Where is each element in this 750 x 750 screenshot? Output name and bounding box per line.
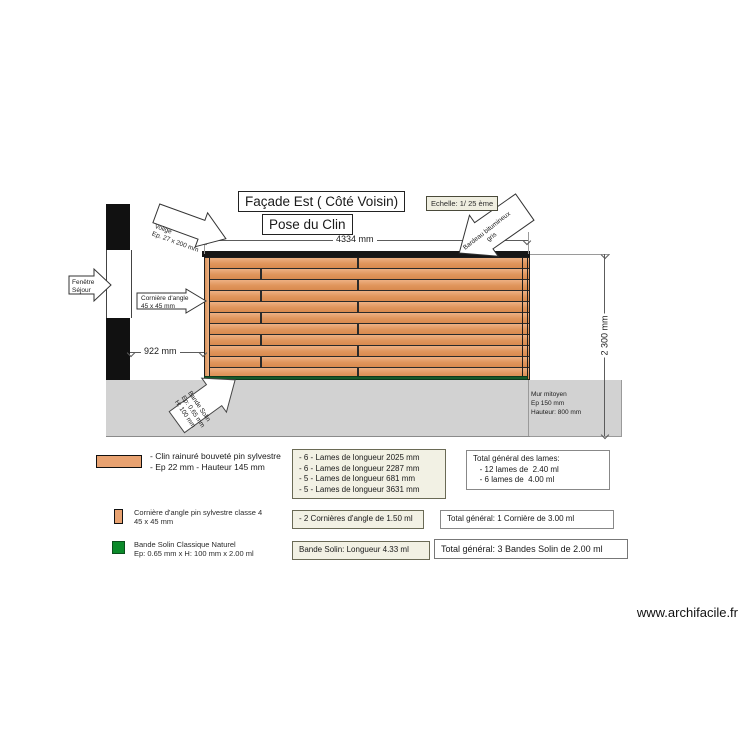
house-wall-upper — [106, 204, 130, 250]
callout-corniere: Cornière d'angle 45 x 45 mm — [136, 288, 208, 314]
tally-corniere-total: Total général: 1 Cornière de 3.00 ml — [440, 510, 614, 529]
corniere-right — [522, 257, 528, 378]
ground-line — [106, 436, 622, 437]
dim-tick-height-top — [600, 250, 610, 260]
ext-line-top-right — [528, 232, 529, 254]
tally-solin-list: Bande Solin: Longueur 4.33 ml — [292, 541, 430, 560]
dim-width-label: 4334 mm — [333, 234, 377, 245]
dim-offset-label: 922 mm — [141, 346, 180, 357]
site-watermark: www.archifacile.fr — [636, 605, 738, 620]
subtitle-pose-du-clin: Pose du Clin — [262, 214, 353, 235]
corniere-left — [204, 257, 210, 378]
callout-bardeau: Bardeau bitumineux gris — [446, 193, 538, 258]
legend-swatch-corniere — [114, 509, 123, 524]
tally-lames-total: Total général des lames: - 12 lames de 2… — [466, 450, 610, 490]
clin-cladding-panel — [204, 257, 530, 380]
tally-solin-total: Total général: 3 Bandes Solin de 2.00 ml — [434, 539, 628, 559]
mur-mitoyen-note: Mur mitoyen Ep 150 mm Hauteur: 800 mm — [531, 391, 582, 416]
ext-line-height-bottom — [530, 436, 622, 437]
dim-height-label: 2 300 mm — [599, 313, 611, 358]
legend-swatch-solin — [112, 541, 125, 554]
tally-lames-list: - 6 - Lames de longueur 2025 mm - 6 - La… — [292, 449, 446, 499]
tally-corniere-list: - 2 Cornières d'angle de 1.50 ml — [292, 510, 424, 529]
legend-clin-line2: - Ep 22 mm - Hauteur 145 mm — [150, 462, 265, 472]
band-divider-right — [621, 380, 622, 436]
legend-swatch-clin — [96, 455, 142, 468]
legend-solin-line2: Ep: 0.65 mm x H: 100 mm x 2.00 ml — [134, 549, 254, 558]
legend-corniere-line2: 45 x 45 mm — [134, 517, 174, 526]
page-title-facade: Façade Est ( Côté Voisin) — [238, 191, 406, 212]
bardeau-roof-cap — [202, 251, 530, 257]
callout-fenetre: Fenêtre Séjour — [68, 267, 112, 303]
legend-solin-line1: Bande Solin Classique Naturel — [134, 540, 236, 549]
callout-volige: Volige Ep. 27 x 200 mm — [148, 203, 232, 258]
legend-clin-line1: - Clin rainuré bouveté pin sylvestre — [150, 451, 281, 461]
dim-height-label-wrap: 2 300 mm — [583, 313, 627, 358]
band-divider-left — [528, 380, 529, 436]
legend-corniere-line1: Cornière d'angle pin sylvestre classe 4 — [134, 508, 263, 517]
ext-line-height-top — [530, 254, 610, 255]
bande-solin-strip — [204, 376, 528, 380]
house-wall-lower — [106, 318, 130, 380]
scale-label: Echelle: 1/ 25 ème — [426, 196, 499, 211]
callout-bande-solin: Bande Solin Ep: 0.65 mm H: 100 mm — [166, 376, 246, 434]
